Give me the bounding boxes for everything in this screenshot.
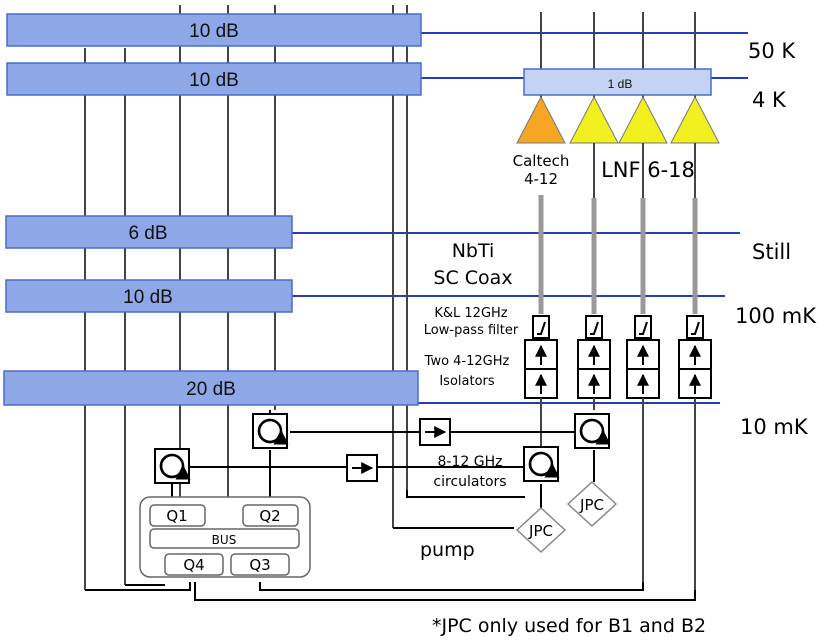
stage-label-4k: 4 K: [752, 88, 787, 112]
attenuator-still-label: 6 dB: [128, 223, 167, 244]
lnf-label: LNF 6-18: [601, 158, 695, 182]
circulator-icon: [252, 413, 289, 449]
attenuator-bars: [3, 13, 422, 406]
stage-label-still: Still: [752, 240, 791, 264]
stage-label-100mk: 100 mK: [735, 304, 817, 328]
stage-label-50k: 50 K: [748, 39, 796, 63]
coax-lines: [538, 195, 698, 314]
isolator-pair: [678, 339, 712, 399]
attenuator-still: [5, 215, 293, 249]
lowpass-filters: [532, 315, 704, 339]
isolator-pair: [524, 339, 558, 399]
coax-label-line2: SC Coax: [433, 267, 512, 289]
lnf-amplifier-icon: [569, 95, 619, 144]
attenuator-amp-bar: [523, 68, 712, 96]
lnf-amplifier-icon: [670, 95, 720, 144]
jpc-diamond: [515, 506, 567, 554]
attenuator-50k: [6, 13, 422, 47]
qubit-q3: [230, 553, 290, 576]
isolator-label-line2: Isolators: [439, 374, 495, 389]
caltech-amplifier-icon: [516, 95, 566, 144]
isolators: [524, 339, 712, 399]
lowpass-filter: [532, 315, 550, 339]
attenuator-4k-label: 10 dB: [189, 70, 239, 91]
jpcs: [515, 480, 618, 554]
attenuator-100mk-label: 10 dB: [123, 287, 173, 308]
isolator-pair: [626, 339, 660, 399]
lowpass-filter: [686, 315, 704, 339]
filter-label-line2: Low-pass filter: [424, 323, 519, 338]
qubit-q3-label: Q3: [249, 556, 270, 574]
qubit-chip: [139, 496, 311, 578]
stage-label-10mk: 10 mK: [740, 415, 809, 439]
circulator-label-line2: circulators: [433, 474, 506, 490]
bus-label: BUS: [212, 533, 237, 547]
jpc-label-lower: JPC: [528, 522, 553, 540]
qubit-q2-label: Q2: [259, 507, 280, 525]
bus-resonator: [149, 528, 300, 549]
output-lines-bottom: [540, 398, 696, 590]
attenuator-4k: [6, 62, 422, 96]
stage-labels: 50 K 4 K Still 100 mK 10 mK: [735, 39, 817, 439]
caltech-label-line2: 4-12: [524, 170, 558, 188]
attenuator-labels: 10 dB 10 dB 6 dB 10 dB 20 dB: [123, 21, 239, 400]
qubit-q2: [242, 504, 299, 527]
footnote: *JPC only used for B1 and B2: [432, 615, 706, 637]
attenuator-10mk: [3, 370, 419, 406]
filter-label-line1: K&L 12GHz: [434, 306, 507, 321]
isolator-pair: [577, 339, 611, 399]
circulator-icon: [154, 448, 191, 484]
isolator-label-line1: Two 4-12GHz: [424, 354, 510, 369]
pump-label: pump: [420, 539, 475, 561]
jpc-diamond: [566, 480, 618, 528]
amplifiers: [516, 95, 720, 144]
coax-label-line1: NbTi: [452, 240, 495, 262]
lowpass-filter: [585, 315, 603, 339]
circulator-label-line1: 8-12 GHz: [438, 454, 503, 470]
directional-boxes: [346, 418, 451, 482]
qubit-q1: [149, 504, 206, 527]
circulators: [154, 413, 611, 484]
jpc-label-upper: JPC: [579, 496, 604, 514]
attenuator-100mk: [5, 279, 293, 313]
circulator-icon: [523, 446, 560, 482]
lnf-amplifier-icon: [618, 95, 668, 144]
attenuator-amp-bar-label: 1 dB: [608, 77, 633, 91]
caltech-label-line1: Caltech: [513, 152, 570, 170]
circulator-icon: [574, 413, 611, 449]
attenuator-50k-label: 10 dB: [189, 21, 239, 42]
chip-labels: Q1 Q2 BUS Q4 Q3: [166, 507, 280, 574]
wiring: [85, 410, 696, 601]
qubit-q4-label: Q4: [183, 556, 204, 574]
qubit-q4: [164, 553, 224, 576]
attenuator-10mk-label: 20 dB: [186, 379, 236, 400]
qubit-q1-label: Q1: [166, 507, 187, 525]
lowpass-filter: [634, 315, 652, 339]
